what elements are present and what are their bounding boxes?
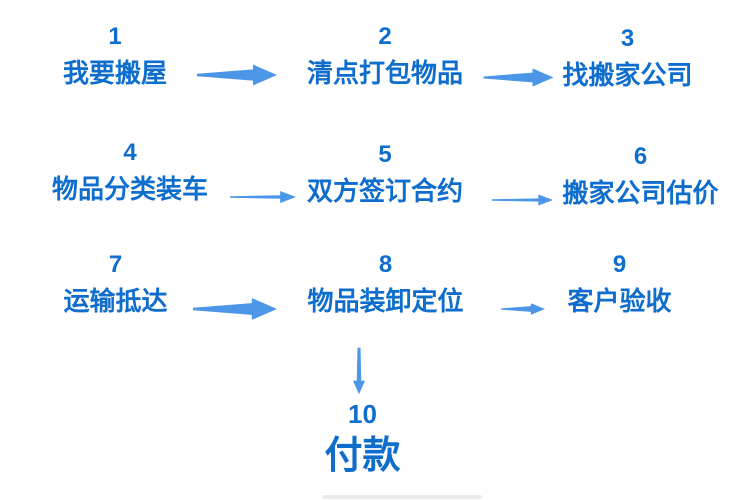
step-9: 9 客户验收 xyxy=(537,251,702,317)
step-2: 2 清点打包物品 xyxy=(300,23,470,89)
step-3-number: 3 xyxy=(620,25,635,52)
step-6: 6 搬家公司估价 xyxy=(548,143,733,209)
step-1-label: 我要搬屋 xyxy=(62,58,167,88)
step-4-number: 4 xyxy=(123,139,137,166)
step-1-number: 1 xyxy=(108,23,122,50)
cropped-bottom-artifact xyxy=(322,495,482,499)
step-2-label: 清点打包物品 xyxy=(306,58,463,88)
arrow-down-icon xyxy=(353,347,365,395)
arrow-right-icon xyxy=(230,191,296,203)
arrow-right-icon xyxy=(492,194,553,206)
step-8-label: 物品装卸定位 xyxy=(307,286,464,316)
step-1: 1 我要搬屋 xyxy=(35,23,195,89)
step-8-number: 8 xyxy=(378,251,393,278)
step-10-label: 付款 xyxy=(324,435,401,477)
step-9-label: 客户验收 xyxy=(567,286,672,316)
step-9-number: 9 xyxy=(612,251,627,278)
arrow-right-icon xyxy=(501,303,545,315)
step-7-label: 运输抵达 xyxy=(63,286,168,316)
step-10-number: 10 xyxy=(348,399,377,429)
arrow-right-icon xyxy=(193,298,277,320)
step-5-number: 5 xyxy=(378,141,392,168)
step-4: 4 物品分类装车 xyxy=(40,139,220,205)
step-5-label: 双方签订合约 xyxy=(306,176,463,206)
step-10: 10 付款 xyxy=(280,400,445,478)
arrow-right-icon xyxy=(197,64,277,86)
arrow-right-icon xyxy=(483,68,554,87)
step-3: 3 找搬家公司 xyxy=(545,25,710,91)
step-7: 7 运输抵达 xyxy=(38,251,193,317)
step-6-label: 搬家公司估价 xyxy=(562,178,719,208)
step-5: 5 双方签订合约 xyxy=(300,141,470,207)
step-8: 8 物品装卸定位 xyxy=(298,251,473,317)
step-4-label: 物品分类装车 xyxy=(51,174,208,204)
step-3-label: 找搬家公司 xyxy=(562,60,693,90)
step-2-number: 2 xyxy=(378,23,392,50)
step-7-number: 7 xyxy=(108,251,123,278)
step-6-number: 6 xyxy=(633,143,648,170)
